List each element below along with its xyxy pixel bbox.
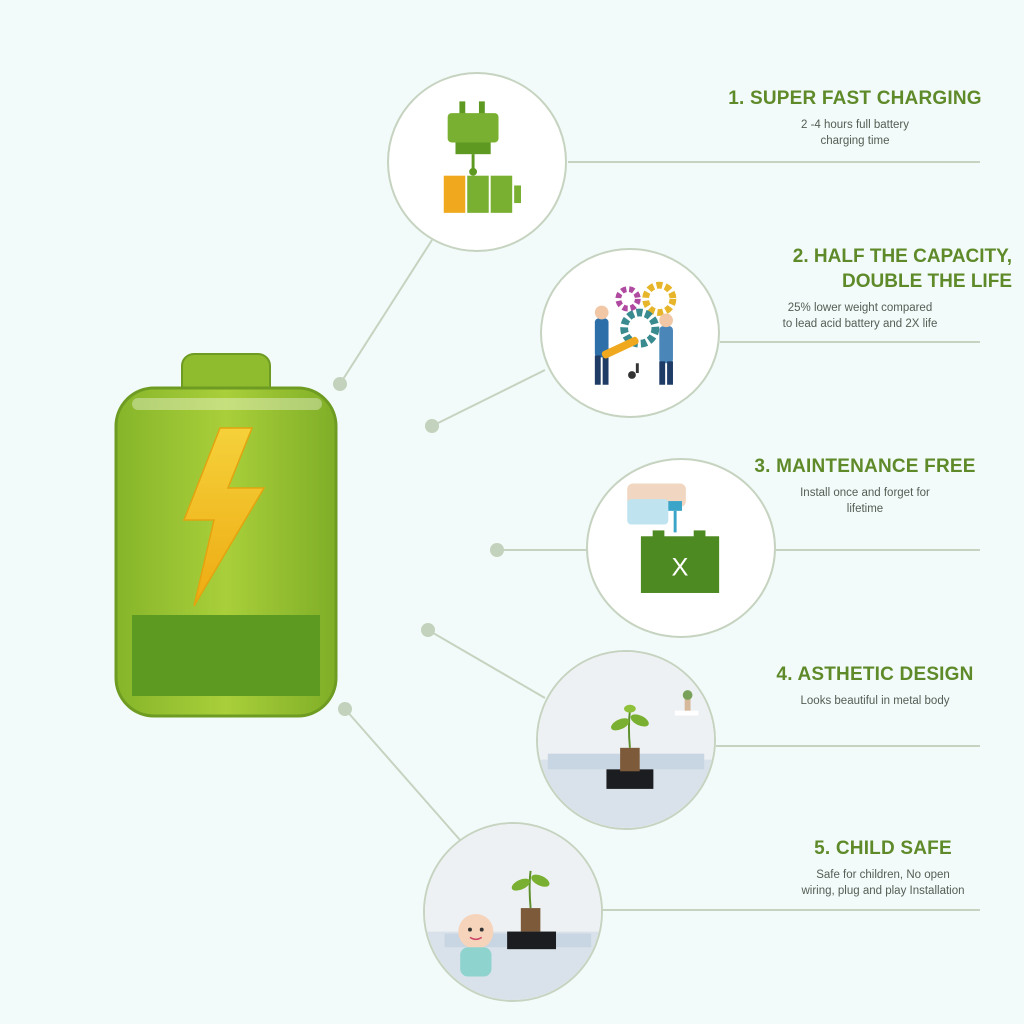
feature-3-text: 3. MAINTENANCE FREE Install once and for… (720, 454, 1010, 517)
feature-1-description: 2 -4 hours full battery charging time (800, 119, 910, 147)
connector-dot-3 (490, 543, 504, 557)
feature-1-title: 1. SUPER FAST CHARGING (728, 88, 982, 109)
battery-x-label: X (672, 553, 689, 581)
feature-2-title-line-1: 2. HALF THE CAPACITY, (792, 246, 1012, 267)
connector-dot-2 (425, 419, 439, 433)
connector-dot-5 (338, 702, 352, 716)
plant-on-battery-icon (538, 652, 714, 828)
feature-4-title: 4. ASTHETIC DESIGN (776, 664, 974, 685)
feature-2-circle (540, 248, 720, 418)
feature-4-circle (536, 650, 716, 830)
feature-4-description: Looks beautiful in metal body (800, 695, 950, 707)
feature-3-title: 3. MAINTENANCE FREE (754, 456, 976, 477)
charging-battery-icon (112, 350, 342, 720)
feature-5-description: Safe for children, No open wiring, plug … (801, 869, 965, 897)
feature-5-title: 5. CHILD SAFE (814, 838, 952, 859)
connector-dot-1 (333, 377, 347, 391)
gears-workers-icon (594, 281, 677, 385)
feature-5-text: 5. CHILD SAFE Safe for children, No open… (748, 836, 1018, 899)
feature-3-circle: X (586, 458, 776, 638)
feature-2-text: 2. HALF THE CAPACITY, DOUBLE THE LIFE 25… (740, 244, 1020, 332)
baby-with-battery-icon (425, 824, 601, 1000)
feature-2-title-line-2: DOUBLE THE LIFE (842, 271, 1012, 292)
feature-2-description: 25% lower weight compared to lead acid b… (782, 302, 938, 330)
feature-1-circle (387, 72, 567, 252)
no-water-battery-icon: X (627, 483, 720, 593)
charger-battery-icon (443, 101, 521, 213)
feature-1-text: 1. SUPER FAST CHARGING 2 -4 hours full b… (700, 86, 1010, 149)
connector-dot-4 (421, 623, 435, 637)
feature-3-description: Install once and forget for lifetime (800, 487, 930, 515)
feature-4-text: 4. ASTHETIC DESIGN Looks beautiful in me… (740, 662, 1010, 709)
feature-5-circle (423, 822, 603, 1002)
